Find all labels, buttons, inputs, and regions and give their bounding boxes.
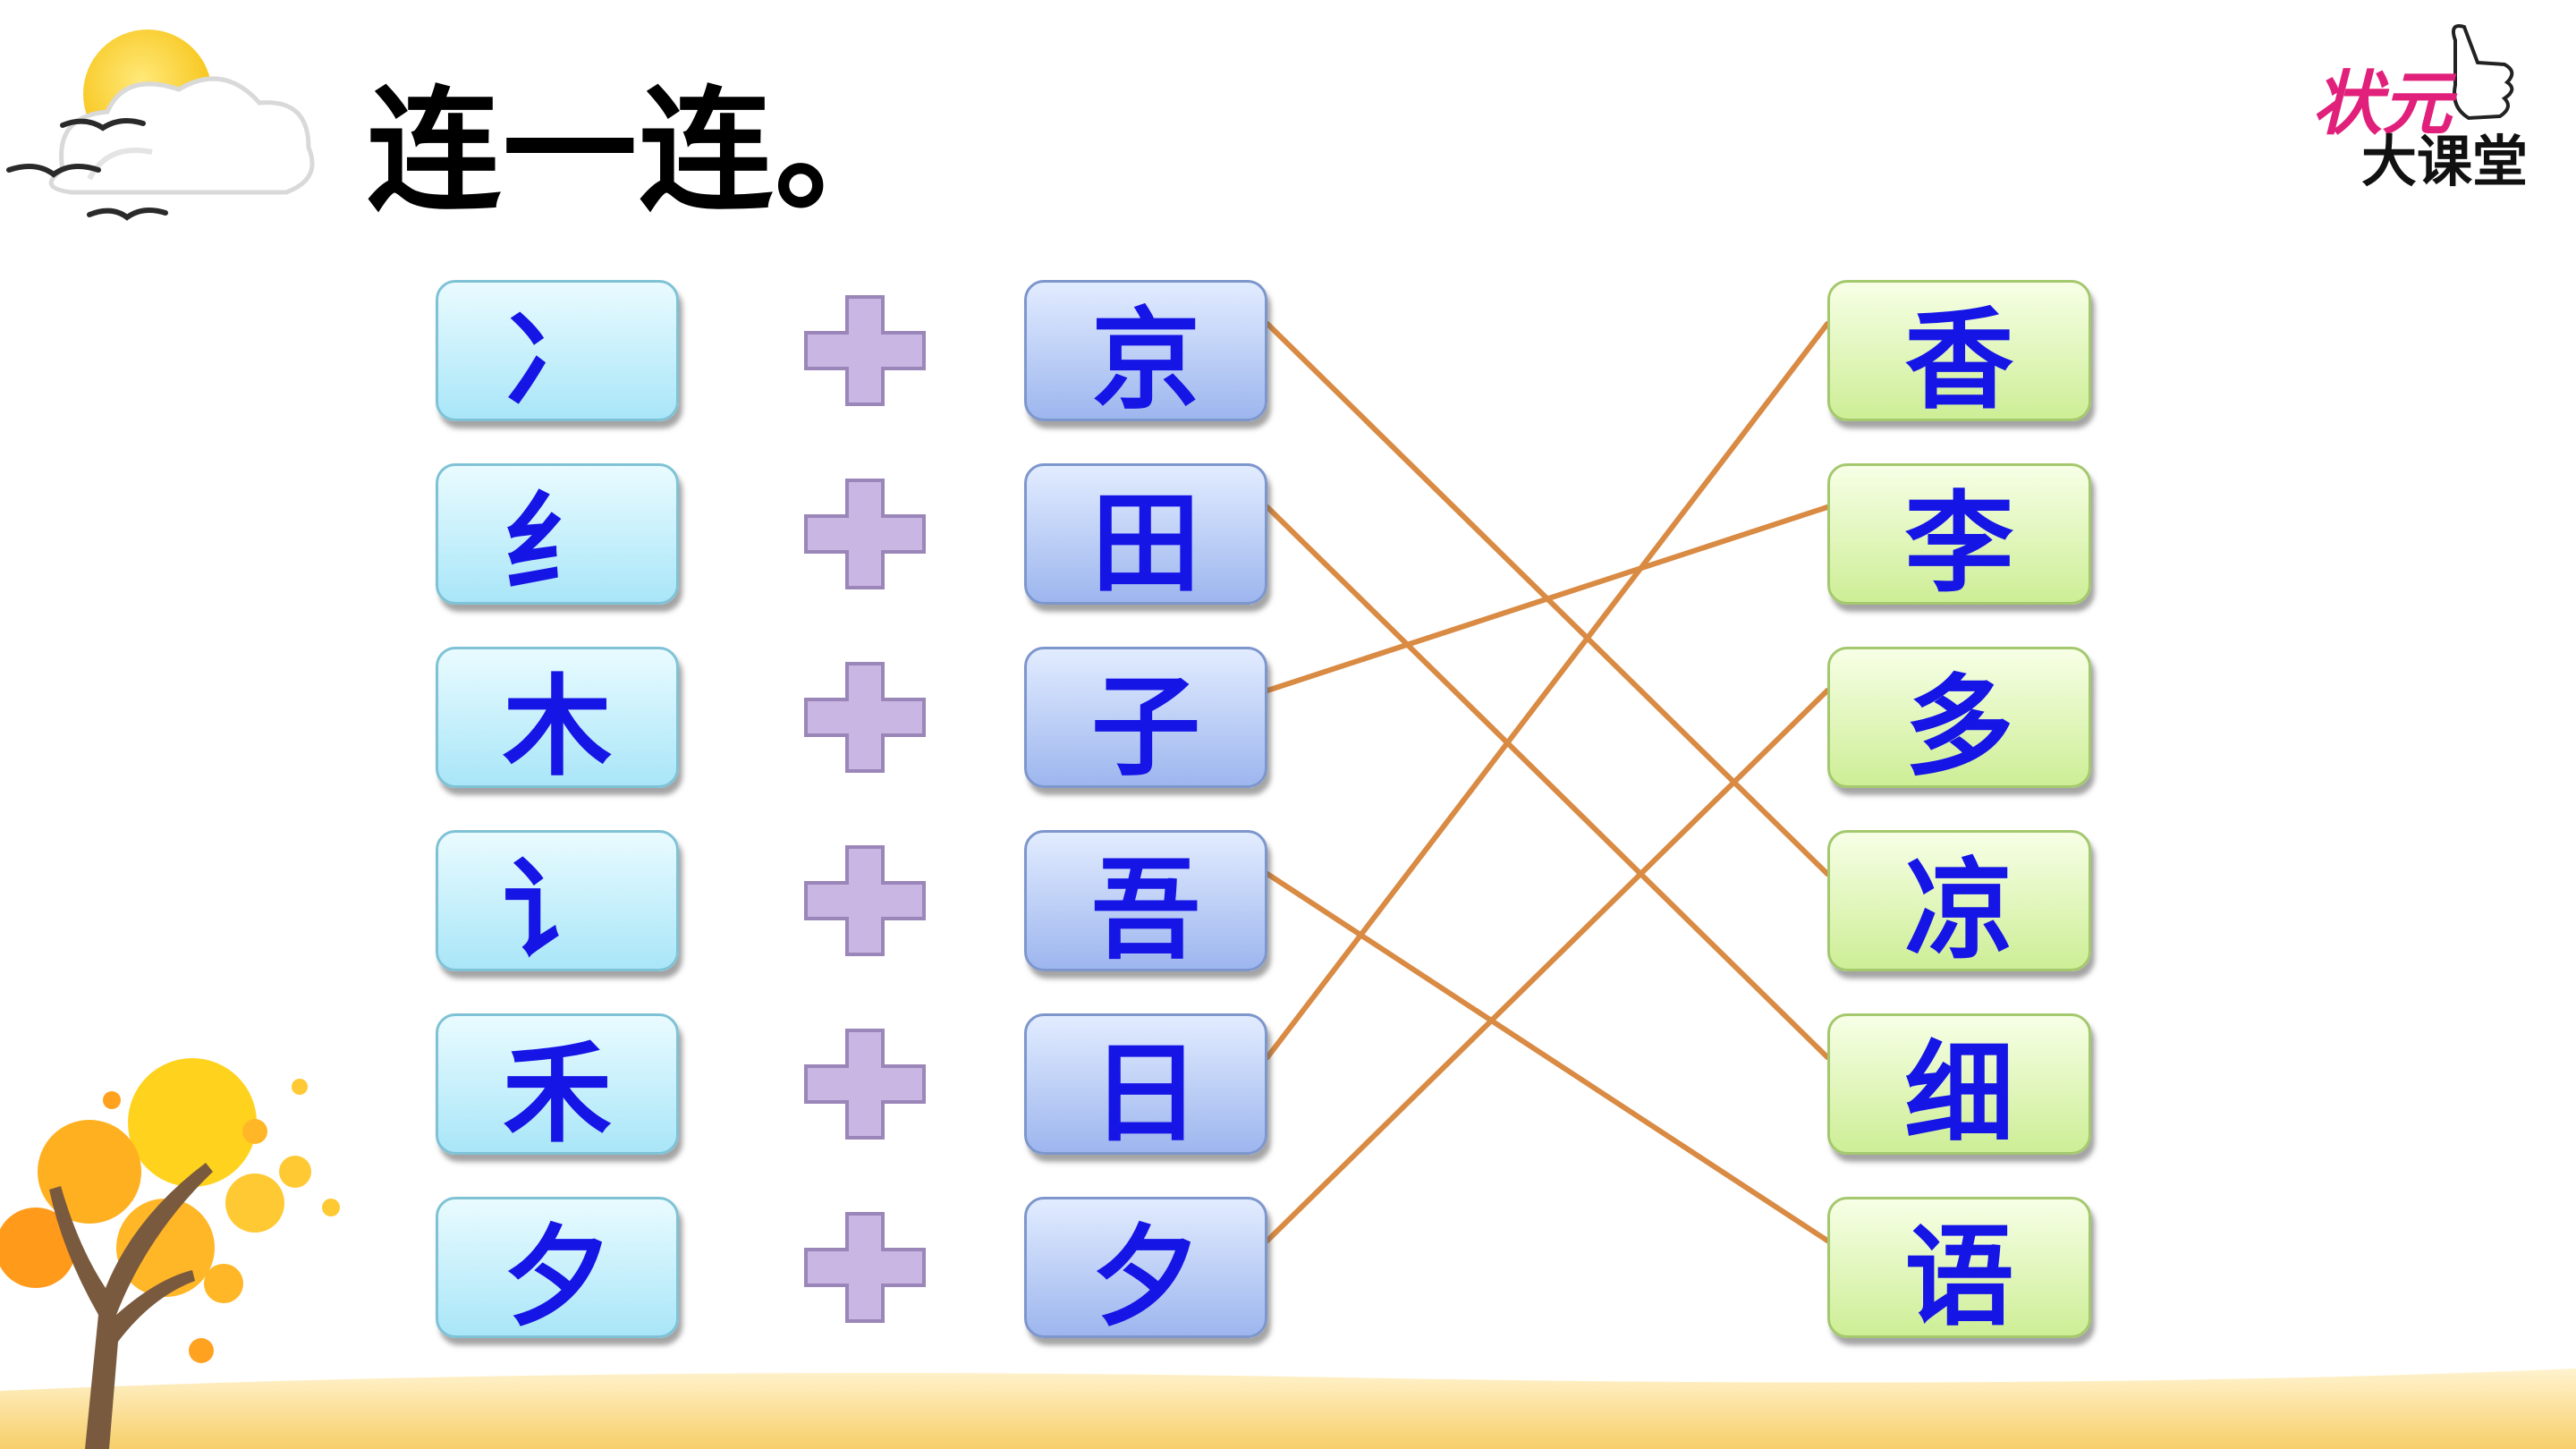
plus-icon bbox=[804, 295, 926, 406]
left-radical-box-4[interactable]: 讠 bbox=[436, 830, 679, 974]
connection-line-4 bbox=[1265, 871, 1830, 1243]
left-radical-box-3[interactable]: 木 bbox=[436, 647, 679, 791]
connection-lines bbox=[1265, 321, 1830, 1243]
right-answer-box-4[interactable]: 凉 bbox=[1827, 830, 2091, 974]
plus-icon bbox=[804, 1029, 926, 1140]
connection-line-5 bbox=[1265, 321, 1830, 1060]
right-answer-box-3[interactable]: 多 bbox=[1827, 647, 2091, 791]
left-radical-box-6[interactable]: 夕 bbox=[436, 1197, 679, 1341]
connection-line-6 bbox=[1265, 688, 1830, 1243]
connection-line-2 bbox=[1265, 504, 1830, 1060]
bird-icon bbox=[6, 117, 168, 221]
middle-character-box-1[interactable]: 京 bbox=[1024, 280, 1267, 424]
thumbs-up-icon bbox=[2452, 24, 2514, 121]
plus-icon bbox=[804, 479, 926, 589]
sun-cloud-icon bbox=[48, 30, 315, 195]
plus-icon bbox=[804, 845, 926, 956]
logo-text-bottom: 大课堂 bbox=[2361, 129, 2529, 194]
middle-character-box-3[interactable]: 子 bbox=[1024, 647, 1267, 791]
middle-character-box-2[interactable]: 田 bbox=[1024, 463, 1267, 607]
right-answer-box-6[interactable]: 语 bbox=[1827, 1197, 2091, 1341]
page-title: 连一连。 bbox=[367, 74, 911, 230]
connection-line-3 bbox=[1265, 504, 1830, 693]
middle-character-box-4[interactable]: 吾 bbox=[1024, 830, 1267, 974]
ground-strip bbox=[0, 1368, 2576, 1449]
right-answer-box-5[interactable]: 细 bbox=[1827, 1013, 2091, 1157]
left-radical-box-5[interactable]: 禾 bbox=[436, 1013, 679, 1157]
left-radical-box-2[interactable]: 纟 bbox=[436, 463, 679, 607]
middle-character-box-6[interactable]: 夕 bbox=[1024, 1197, 1267, 1341]
tree-icon bbox=[0, 1058, 340, 1449]
right-answer-box-1[interactable]: 香 bbox=[1827, 280, 2091, 424]
plus-icon bbox=[804, 1212, 926, 1323]
plus-icon bbox=[804, 662, 926, 773]
middle-character-box-5[interactable]: 日 bbox=[1024, 1013, 1267, 1157]
right-answer-box-2[interactable]: 李 bbox=[1827, 463, 2091, 607]
logo-text-top: 状元 bbox=[2312, 64, 2453, 145]
left-radical-box-1[interactable]: 冫 bbox=[436, 280, 679, 424]
